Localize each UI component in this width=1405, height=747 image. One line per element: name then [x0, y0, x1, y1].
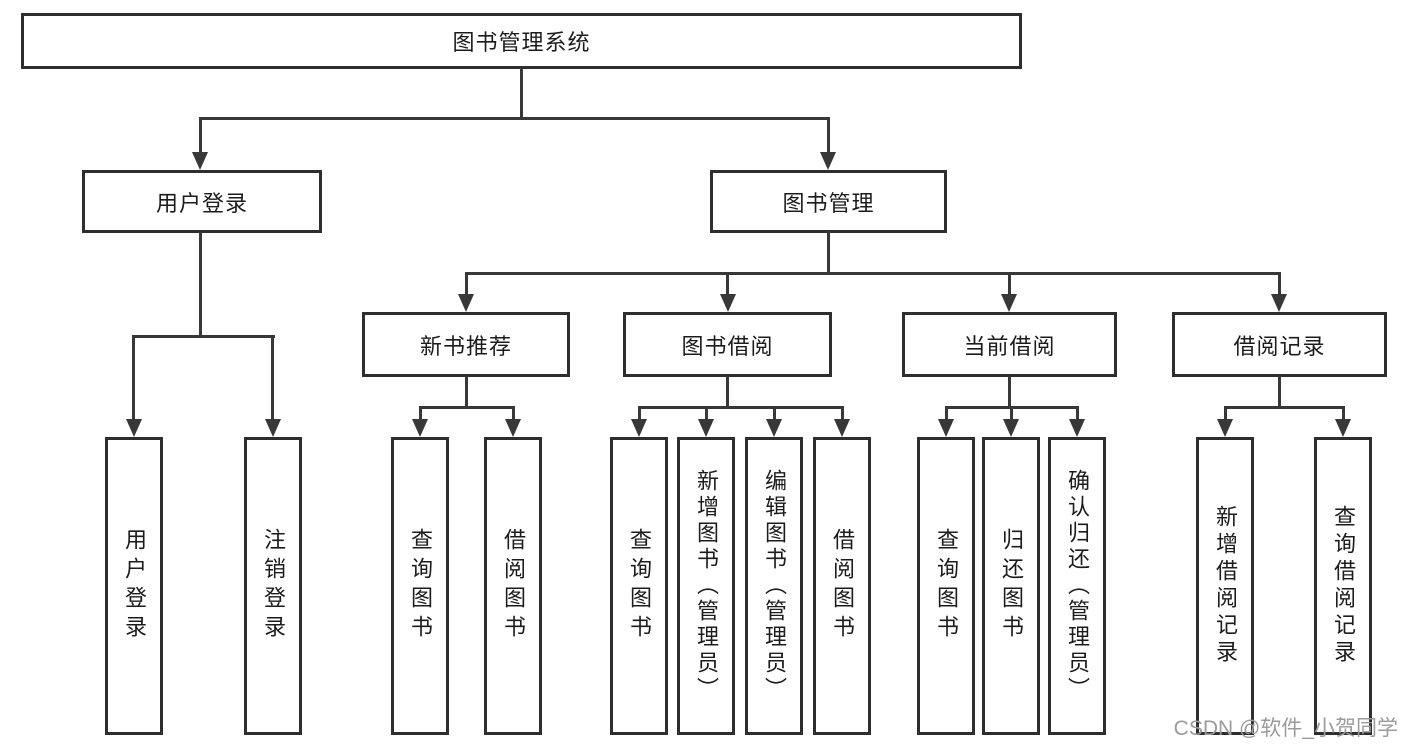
- connector-line: [1278, 272, 1281, 297]
- leaf-query-book-1: 查询图书: [391, 437, 449, 735]
- connector-line: [271, 335, 274, 423]
- connector-line: [419, 406, 422, 423]
- leaf-borrow-book-1: 借阅图书: [484, 437, 542, 735]
- leaf-return-book-label: 归还图书: [999, 528, 1024, 644]
- leaf-logout: 注销登录: [244, 437, 302, 735]
- node-new-book-recommend-label: 新书推荐: [419, 333, 512, 359]
- leaf-borrow-book-1-label: 借阅图书: [501, 528, 526, 644]
- connector-line: [132, 335, 135, 423]
- connector-line: [638, 406, 844, 409]
- node-current-borrow: 当前借阅: [902, 312, 1117, 377]
- connector-line: [945, 406, 948, 423]
- connector-line: [199, 117, 830, 120]
- arrowhead-down-icon: [126, 419, 142, 437]
- leaf-return-book: 归还图书: [982, 437, 1040, 735]
- connector-line: [773, 406, 776, 423]
- connector-line: [1224, 406, 1345, 409]
- connector-line: [1278, 376, 1281, 406]
- connector-line: [199, 232, 202, 335]
- leaf-user-login-label: 用户登录: [122, 528, 147, 644]
- node-root-label: 图书管理系统: [452, 30, 591, 55]
- node-book-management: 图书管理: [710, 170, 947, 233]
- leaf-add-borrow-record: 新增借阅记录: [1196, 437, 1254, 735]
- arrowhead-down-icon: [631, 419, 647, 437]
- node-new-book-recommend: 新书推荐: [362, 312, 570, 377]
- leaf-borrow-book-2-label: 借阅图书: [830, 528, 855, 644]
- connector-line: [465, 376, 468, 406]
- arrowhead-down-icon: [698, 419, 714, 437]
- node-current-borrow-label: 当前借阅: [963, 333, 1056, 359]
- leaf-query-book-2-label: 查询图书: [627, 528, 652, 644]
- arrowhead-down-icon: [1001, 294, 1017, 312]
- csdn-watermark: CSDN @软件_小贺同学: [1173, 717, 1398, 740]
- node-borrow-records-label: 借阅记录: [1233, 333, 1326, 359]
- arrowhead-down-icon: [1069, 419, 1085, 437]
- connector-line: [512, 406, 515, 423]
- leaf-query-book-2: 查询图书: [610, 437, 668, 735]
- node-user-login: 用户登录: [82, 170, 322, 233]
- leaf-logout-label: 注销登录: [261, 528, 286, 644]
- connector-line: [638, 406, 641, 423]
- arrowhead-down-icon: [1335, 419, 1351, 437]
- arrowhead-down-icon: [766, 419, 782, 437]
- arrowhead-down-icon: [1271, 294, 1287, 312]
- arrowhead-down-icon: [192, 152, 208, 170]
- arrowhead-down-icon: [834, 419, 850, 437]
- connector-line: [465, 272, 1281, 275]
- connector-line: [726, 376, 729, 406]
- connector-line: [132, 335, 275, 338]
- connector-line: [827, 117, 830, 155]
- arrowhead-down-icon: [265, 419, 281, 437]
- connector-line: [465, 272, 468, 297]
- connector-line: [1008, 376, 1011, 406]
- connector-line: [419, 406, 515, 409]
- node-user-login-label: 用户登录: [155, 190, 248, 216]
- leaf-query-borrow-record: 查询借阅记录: [1314, 437, 1372, 735]
- node-borrow-records: 借阅记录: [1172, 312, 1387, 377]
- connector-line: [1010, 406, 1013, 423]
- leaf-query-book-1-label: 查询图书: [408, 528, 433, 644]
- node-book-borrow: 图书借阅: [623, 312, 832, 377]
- connector-line: [726, 272, 729, 297]
- connector-line: [1076, 406, 1079, 423]
- connector-line: [841, 406, 844, 423]
- arrowhead-down-icon: [412, 419, 428, 437]
- node-book-management-label: 图书管理: [782, 190, 875, 216]
- node-book-borrow-label: 图书借阅: [681, 333, 774, 359]
- node-root: 图书管理系统: [21, 13, 1022, 69]
- leaf-add-book-admin: 新增图书（管理员）: [677, 437, 735, 735]
- arrowhead-down-icon: [458, 294, 474, 312]
- arrowhead-down-icon: [505, 419, 521, 437]
- connector-line: [1008, 272, 1011, 297]
- leaf-add-book-admin-label: 新增图书（管理员）: [694, 469, 719, 703]
- arrowhead-down-icon: [820, 152, 836, 170]
- connector-line: [705, 406, 708, 423]
- leaf-query-book-3-label: 查询图书: [934, 528, 959, 644]
- connector-line: [1342, 406, 1345, 423]
- leaf-add-borrow-record-label: 新增借阅记录: [1213, 505, 1238, 667]
- connector-line: [520, 68, 523, 117]
- leaf-query-book-3: 查询图书: [917, 437, 975, 735]
- leaf-confirm-return-admin-label: 确认归还（管理员）: [1065, 469, 1090, 703]
- leaf-edit-book-admin: 编辑图书（管理员）: [745, 437, 803, 735]
- leaf-borrow-book-2: 借阅图书: [813, 437, 871, 735]
- arrowhead-down-icon: [1003, 419, 1019, 437]
- connector-line: [827, 231, 830, 272]
- connector-line: [199, 117, 202, 155]
- leaf-query-borrow-record-label: 查询借阅记录: [1331, 505, 1356, 667]
- connector-line: [1224, 406, 1227, 423]
- arrowhead-down-icon: [720, 294, 736, 312]
- leaf-user-login: 用户登录: [105, 437, 163, 735]
- arrowhead-down-icon: [938, 419, 954, 437]
- leaf-edit-book-admin-label: 编辑图书（管理员）: [762, 469, 787, 703]
- arrowhead-down-icon: [1217, 419, 1233, 437]
- leaf-confirm-return-admin: 确认归还（管理员）: [1048, 437, 1106, 735]
